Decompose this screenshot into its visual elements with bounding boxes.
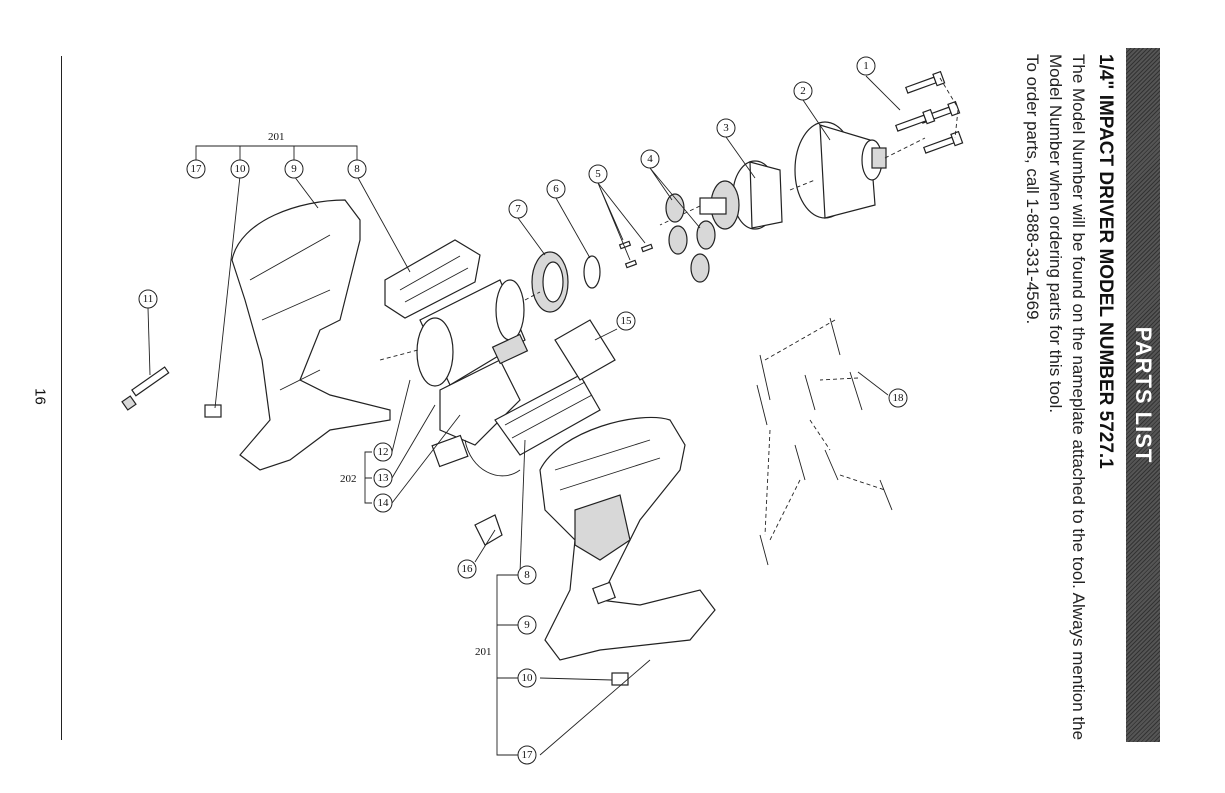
callout-10: 10 bbox=[231, 160, 249, 178]
svg-text:5: 5 bbox=[595, 168, 601, 180]
washer-part-6 bbox=[584, 256, 600, 288]
spindle-assembly-part-3 bbox=[660, 161, 815, 229]
svg-text:11: 11 bbox=[143, 293, 154, 305]
callout-17-lower: 17 bbox=[518, 746, 536, 764]
callout-6: 6 bbox=[547, 180, 565, 198]
group-bracket-201-top: 201 bbox=[196, 131, 357, 160]
svg-text:10: 10 bbox=[522, 672, 534, 684]
callout-2: 2 bbox=[794, 82, 812, 100]
group-bracket-202: 202 bbox=[340, 452, 372, 503]
pins-part-5 bbox=[620, 241, 653, 267]
svg-text:10: 10 bbox=[235, 163, 247, 175]
svg-text:17: 17 bbox=[191, 163, 203, 175]
callout-11: 11 bbox=[139, 290, 157, 308]
left-housing bbox=[232, 200, 390, 470]
callout-10-lower: 10 bbox=[518, 669, 536, 687]
nameplate-part-15 bbox=[555, 320, 615, 380]
svg-text:8: 8 bbox=[524, 569, 530, 581]
svg-text:2: 2 bbox=[800, 85, 806, 97]
callout-7: 7 bbox=[509, 200, 527, 218]
svg-text:6: 6 bbox=[553, 183, 559, 195]
callout-1: 1 bbox=[857, 57, 875, 75]
svg-text:7: 7 bbox=[515, 203, 521, 215]
screws-part-1 bbox=[895, 72, 963, 156]
svg-text:9: 9 bbox=[524, 619, 530, 631]
callout-3: 3 bbox=[717, 119, 735, 137]
clip-part-10 bbox=[205, 405, 221, 417]
svg-text:4: 4 bbox=[647, 153, 653, 165]
group-label-202: 202 bbox=[340, 473, 357, 485]
callout-13: 13 bbox=[374, 469, 392, 487]
callout-9-lower: 9 bbox=[518, 616, 536, 634]
svg-text:16: 16 bbox=[462, 563, 474, 575]
callout-17: 17 bbox=[187, 160, 205, 178]
bit-part-11 bbox=[122, 367, 169, 410]
group-label-201-top: 201 bbox=[268, 131, 285, 143]
svg-text:1: 1 bbox=[863, 60, 869, 72]
screws-part-18 bbox=[757, 318, 892, 565]
svg-text:14: 14 bbox=[378, 497, 390, 509]
clip-part-10-lower bbox=[612, 673, 628, 685]
svg-text:17: 17 bbox=[522, 749, 534, 761]
group-bracket-201-bottom: 201 bbox=[475, 575, 518, 755]
svg-text:8: 8 bbox=[354, 163, 360, 175]
callout-18: 18 bbox=[889, 389, 907, 407]
svg-text:13: 13 bbox=[378, 472, 390, 484]
svg-text:9: 9 bbox=[291, 163, 297, 175]
callout-9: 9 bbox=[285, 160, 303, 178]
svg-text:18: 18 bbox=[893, 392, 905, 404]
group-label-201-bottom: 201 bbox=[475, 646, 492, 658]
callout-16: 16 bbox=[458, 560, 476, 578]
callout-5: 5 bbox=[589, 165, 607, 183]
svg-text:12: 12 bbox=[378, 446, 389, 458]
callout-14: 14 bbox=[374, 494, 392, 512]
callout-8-lower: 8 bbox=[518, 566, 536, 584]
right-housing bbox=[540, 417, 715, 660]
svg-text:15: 15 bbox=[621, 315, 633, 327]
callout-15: 15 bbox=[617, 312, 635, 330]
gear-housing-part-2 bbox=[795, 122, 925, 218]
callout-12: 12 bbox=[374, 443, 392, 461]
svg-text:3: 3 bbox=[723, 122, 729, 134]
ring-gear-part-7 bbox=[532, 252, 568, 312]
callout-8: 8 bbox=[348, 160, 366, 178]
callout-4: 4 bbox=[641, 150, 659, 168]
